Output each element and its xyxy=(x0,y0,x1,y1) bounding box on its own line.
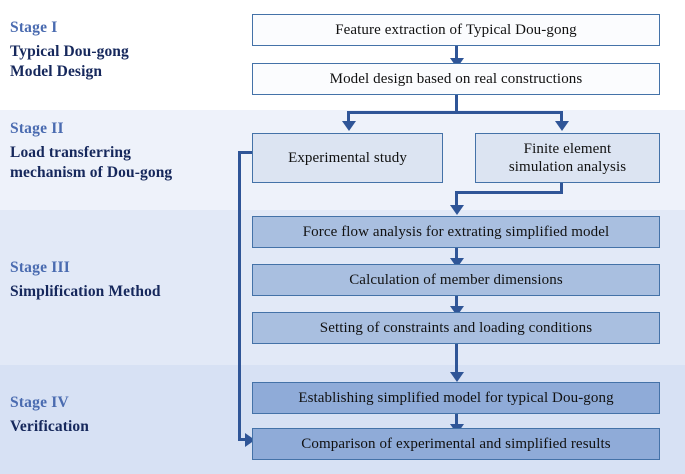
node-constraints-loading-label: Setting of constraints and loading condi… xyxy=(319,320,593,336)
arrowhead-feedback-to-comparison xyxy=(245,432,255,447)
stage-title-1-line-2: Model Design xyxy=(10,62,103,80)
stage-number-4: Stage IV xyxy=(10,394,69,411)
stage-title-1-line-1: Typical Dou-gong xyxy=(10,43,129,60)
arrowhead-to-experimental-study xyxy=(341,121,356,131)
connector-fem-merge xyxy=(455,191,563,194)
stage-title-1: Typical Dou-gong Model Design xyxy=(10,42,246,81)
connector-feedback-vertical xyxy=(238,151,241,441)
stage-title-2: Load transferring mechanism of Dou-gong xyxy=(10,143,246,182)
node-model-design[interactable]: Model design based on real constructions xyxy=(252,63,660,95)
stage-title-3: Simplification Method xyxy=(10,282,246,302)
arrowhead-to-member-dimensions xyxy=(449,258,464,268)
node-force-flow-analysis[interactable]: Force flow analysis for extrating simpli… xyxy=(252,216,660,248)
stage-label-1: Stage I Typical Dou-gong Model Design xyxy=(10,18,246,81)
stage-label-4: Stage IV Verification xyxy=(10,393,246,437)
node-member-dimensions[interactable]: Calculation of member dimensions xyxy=(252,264,660,296)
node-feature-extraction-label: Feature extraction of Typical Dou-gong xyxy=(335,22,577,38)
node-comparison-label: Comparison of experimental and simplifie… xyxy=(301,436,611,452)
node-model-design-label: Model design based on real constructions xyxy=(329,71,583,87)
stage-title-4-line-1: Verification xyxy=(10,418,89,435)
connector-branch-bus xyxy=(347,111,563,114)
node-experimental-study-label: Experimental study xyxy=(288,150,407,166)
connector-branch-left xyxy=(347,111,350,123)
stage-title-3-line-1: Simplification Method xyxy=(10,283,161,300)
connector-simplified-to-comparison xyxy=(455,414,458,428)
node-comparison-results[interactable]: Comparison of experimental and simplifie… xyxy=(252,428,660,460)
node-member-dimensions-label: Calculation of member dimensions xyxy=(349,272,563,288)
connector-model-to-branch xyxy=(455,95,458,113)
arrowhead-to-force-flow xyxy=(449,205,464,215)
stage-number-2: Stage II xyxy=(10,120,64,137)
stage-title-2-line-1: Load transferring xyxy=(10,144,131,161)
stage-title-4: Verification xyxy=(10,417,246,437)
stage-title-2-line-2: mechanism of Dou-gong xyxy=(10,163,173,181)
stage-number-3: Stage III xyxy=(10,259,70,276)
connector-feature-to-model xyxy=(455,46,458,63)
connector-branch-right xyxy=(560,111,563,123)
node-finite-element-label-line-2: simulation analysis xyxy=(508,159,627,175)
node-experimental-study[interactable]: Experimental study xyxy=(252,133,443,183)
connector-constraints-to-simplified xyxy=(455,344,458,376)
stage-number-1: Stage I xyxy=(10,19,58,36)
arrowhead-to-simplified-model xyxy=(449,372,464,382)
node-force-flow-label: Force flow analysis for extrating simpli… xyxy=(302,224,610,240)
stage-label-2: Stage II Load transferring mechanism of … xyxy=(10,119,246,182)
node-finite-element-label-line-1: Finite element xyxy=(523,141,612,157)
node-feature-extraction[interactable]: Feature extraction of Typical Dou-gong xyxy=(252,14,660,46)
connector-member-to-constraints xyxy=(455,296,458,309)
node-simplified-model-label: Establishing simplified model for typica… xyxy=(298,390,614,406)
connector-force-to-member xyxy=(455,248,458,261)
node-simplified-model[interactable]: Establishing simplified model for typica… xyxy=(252,382,660,414)
arrowhead-to-constraints xyxy=(449,306,464,316)
node-constraints-loading[interactable]: Setting of constraints and loading condi… xyxy=(252,312,660,344)
connector-feedback-bottom xyxy=(238,438,249,441)
node-finite-element-simulation[interactable]: Finite element simulation analysis xyxy=(475,133,660,183)
connector-fem-down xyxy=(560,183,563,194)
connector-feedback-top xyxy=(238,151,254,154)
stage-label-3: Stage III Simplification Method xyxy=(10,258,246,302)
arrowhead-to-finite-element xyxy=(554,121,569,131)
connector-merge-to-force-flow xyxy=(455,191,458,207)
